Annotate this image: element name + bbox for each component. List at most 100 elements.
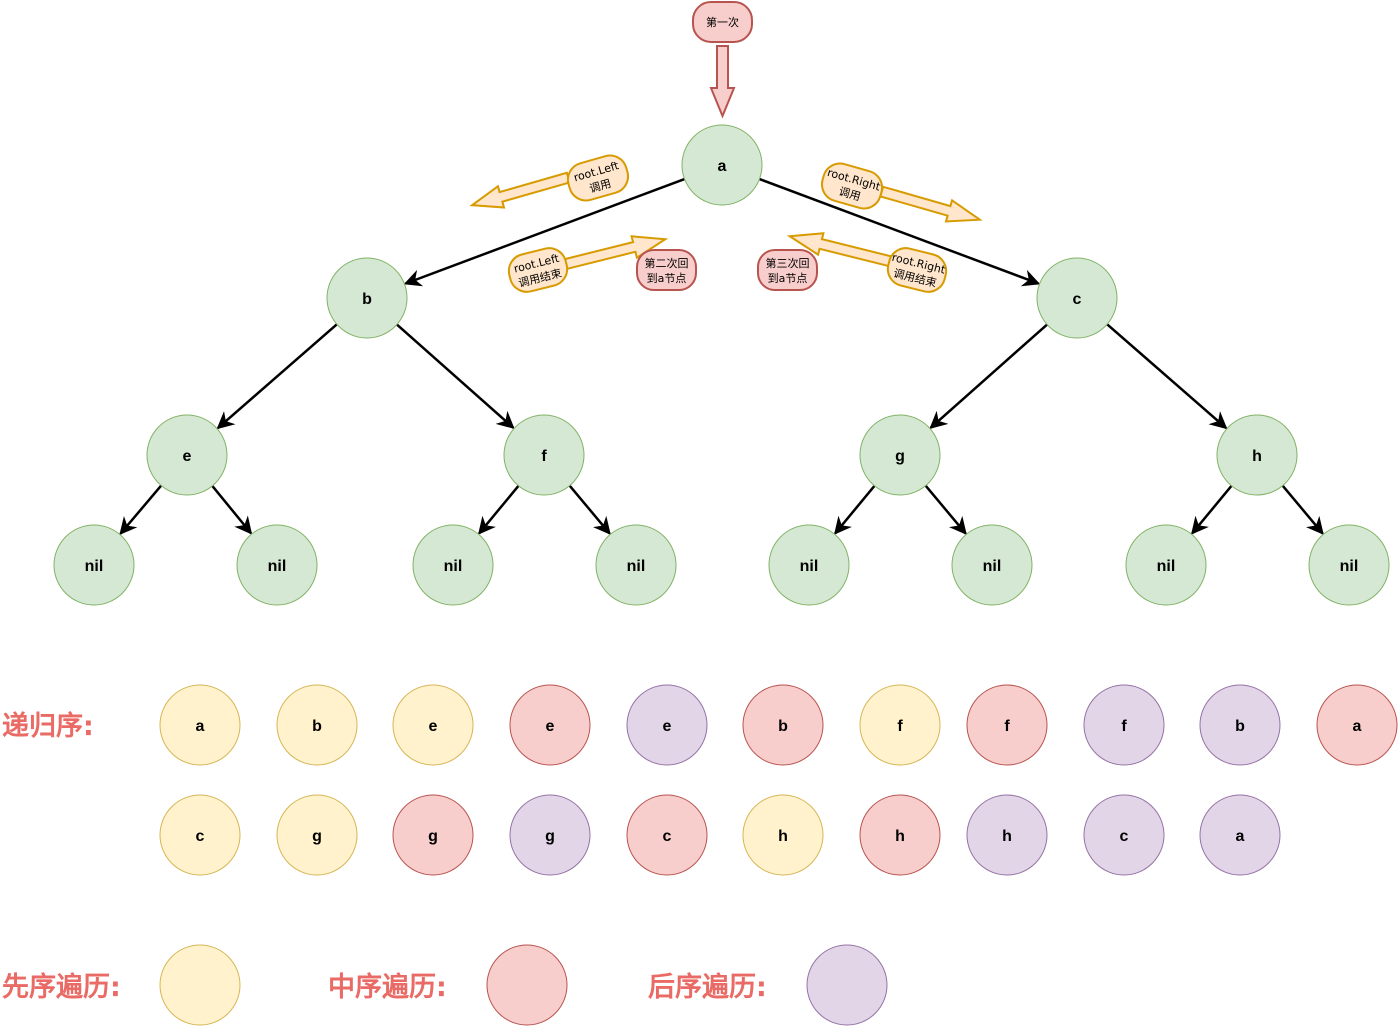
tree-edge-b-f <box>396 323 515 429</box>
sequence-item-in: f <box>966 684 1048 766</box>
sequence-circle <box>742 684 824 766</box>
tree-node-n4: nil <box>595 524 677 606</box>
sequence-circle <box>742 794 824 876</box>
tree-node-circle <box>53 524 135 606</box>
sequence-item-post: g <box>509 794 591 876</box>
tree-node-label: c <box>1073 291 1082 308</box>
sequence-circle <box>859 684 941 766</box>
third-return-badge <box>757 249 818 291</box>
legend-swatch <box>486 944 568 1026</box>
sequence-circle <box>276 794 358 876</box>
left-arrow-icon <box>469 171 571 209</box>
sequence-circle <box>966 794 1048 876</box>
sequence-label: h <box>1002 828 1012 845</box>
tree-node-label: nil <box>85 558 104 575</box>
tree-node-circle <box>236 524 318 606</box>
right-arrow-icon <box>879 185 983 223</box>
sequence-item-post: a <box>1199 794 1281 876</box>
sequence-circle <box>159 794 241 876</box>
tree-node-circle <box>859 414 941 496</box>
sequence-circle <box>509 794 591 876</box>
sequence-item-pre: b <box>276 684 358 766</box>
legend-label: 先序遍历: <box>2 971 121 1003</box>
sequence-item-in: c <box>626 794 708 876</box>
tree-node-label: f <box>541 448 547 465</box>
sequence-circle <box>509 684 591 766</box>
right-arrow-icon <box>559 235 669 272</box>
sequence-item-post: e <box>626 684 708 766</box>
tree-edge-f-n3 <box>478 485 520 535</box>
third-return-line1: 第三次回 <box>766 256 810 270</box>
tree-node-label: nil <box>444 558 463 575</box>
tree-node-label: nil <box>1340 558 1359 575</box>
tree-node-circle <box>681 124 763 206</box>
sequence-item-post: c <box>1083 794 1165 876</box>
root-right-call-annotation: root.Right 调用 <box>820 162 983 223</box>
tree-node-label: g <box>895 448 905 465</box>
tree-edge-a-b <box>403 177 685 287</box>
tree-node-c: c <box>1036 257 1118 339</box>
legend-label: 后序遍历: <box>648 971 767 1003</box>
sequence-label: g <box>312 828 322 845</box>
tree-node-n5: nil <box>768 524 850 606</box>
sequence-circle <box>966 684 1048 766</box>
tree-node-label: h <box>1252 448 1262 465</box>
second-return-badge <box>636 249 697 291</box>
sequence-item-post: f <box>1083 684 1165 766</box>
tree-edge-e-n1 <box>119 484 163 536</box>
legend-item-post: 后序遍历: <box>648 944 888 1026</box>
root-right-end-annotation: root.Right 调用结束 第三次回 到a节点 <box>757 232 947 293</box>
sequence-circle <box>1083 684 1165 766</box>
sequence-circle <box>392 684 474 766</box>
tree-node-circle <box>1308 524 1390 606</box>
tree-edge-e-n2 <box>211 485 253 535</box>
sequence-label: h <box>778 828 788 845</box>
tree-edge-c-h <box>1106 323 1228 430</box>
sequence-circle <box>1199 794 1281 876</box>
sequence-circle <box>626 684 708 766</box>
tree-node-label: nil <box>627 558 646 575</box>
sequence-item-post: h <box>966 794 1048 876</box>
sequence-label: g <box>545 828 555 845</box>
root-left-end-annotation: root.Left 调用结束 第二次回 到a节点 <box>507 235 697 293</box>
first-visit-badge <box>692 1 753 43</box>
sequence-item-in: b <box>742 684 824 766</box>
second-return-line1: 第二次回 <box>645 256 689 270</box>
tree-edge-f-n4 <box>568 484 611 535</box>
tree-node-circle <box>1216 414 1298 496</box>
tree-edge-g-n5 <box>834 485 876 535</box>
root-left-call-annotation: root.Left 调用 <box>469 154 630 209</box>
sequence-circle <box>626 794 708 876</box>
tree-node-n1: nil <box>53 524 135 606</box>
tree-edge-g-n6 <box>924 484 967 535</box>
tree-node-label: b <box>362 291 372 308</box>
sequence-label: 递归序: <box>2 710 94 742</box>
sequence-circle <box>1199 684 1281 766</box>
sequence-label: a <box>196 718 205 735</box>
sequence-item-pre: e <box>392 684 474 766</box>
tree-node-label: a <box>718 158 727 175</box>
tree-node-circle <box>412 524 494 606</box>
tree-edge-a-c <box>759 177 1041 287</box>
legend-swatch <box>159 944 241 1026</box>
first-visit-text: 第一次 <box>706 15 739 29</box>
sequence-item-in: a <box>1316 684 1398 766</box>
sequence-circle <box>276 684 358 766</box>
tree-node-circle <box>1036 257 1118 339</box>
tree-node-label: nil <box>268 558 287 575</box>
tree-edge-h-n8 <box>1281 484 1324 535</box>
tree-node-circle <box>146 414 228 496</box>
legend: 先序遍历:中序遍历:后序遍历: <box>2 944 888 1026</box>
sequence-item-pre: a <box>159 684 241 766</box>
sequence-label: f <box>1121 718 1127 735</box>
sequence-circle <box>1083 794 1165 876</box>
sequence-item-in: e <box>509 684 591 766</box>
sequence-label: b <box>312 718 322 735</box>
sequence-label: e <box>429 718 438 735</box>
tree-node-n6: nil <box>951 524 1033 606</box>
sequence-label: a <box>1353 718 1362 735</box>
tree-node-a: a <box>681 124 763 206</box>
tree-node-circle <box>1125 524 1207 606</box>
